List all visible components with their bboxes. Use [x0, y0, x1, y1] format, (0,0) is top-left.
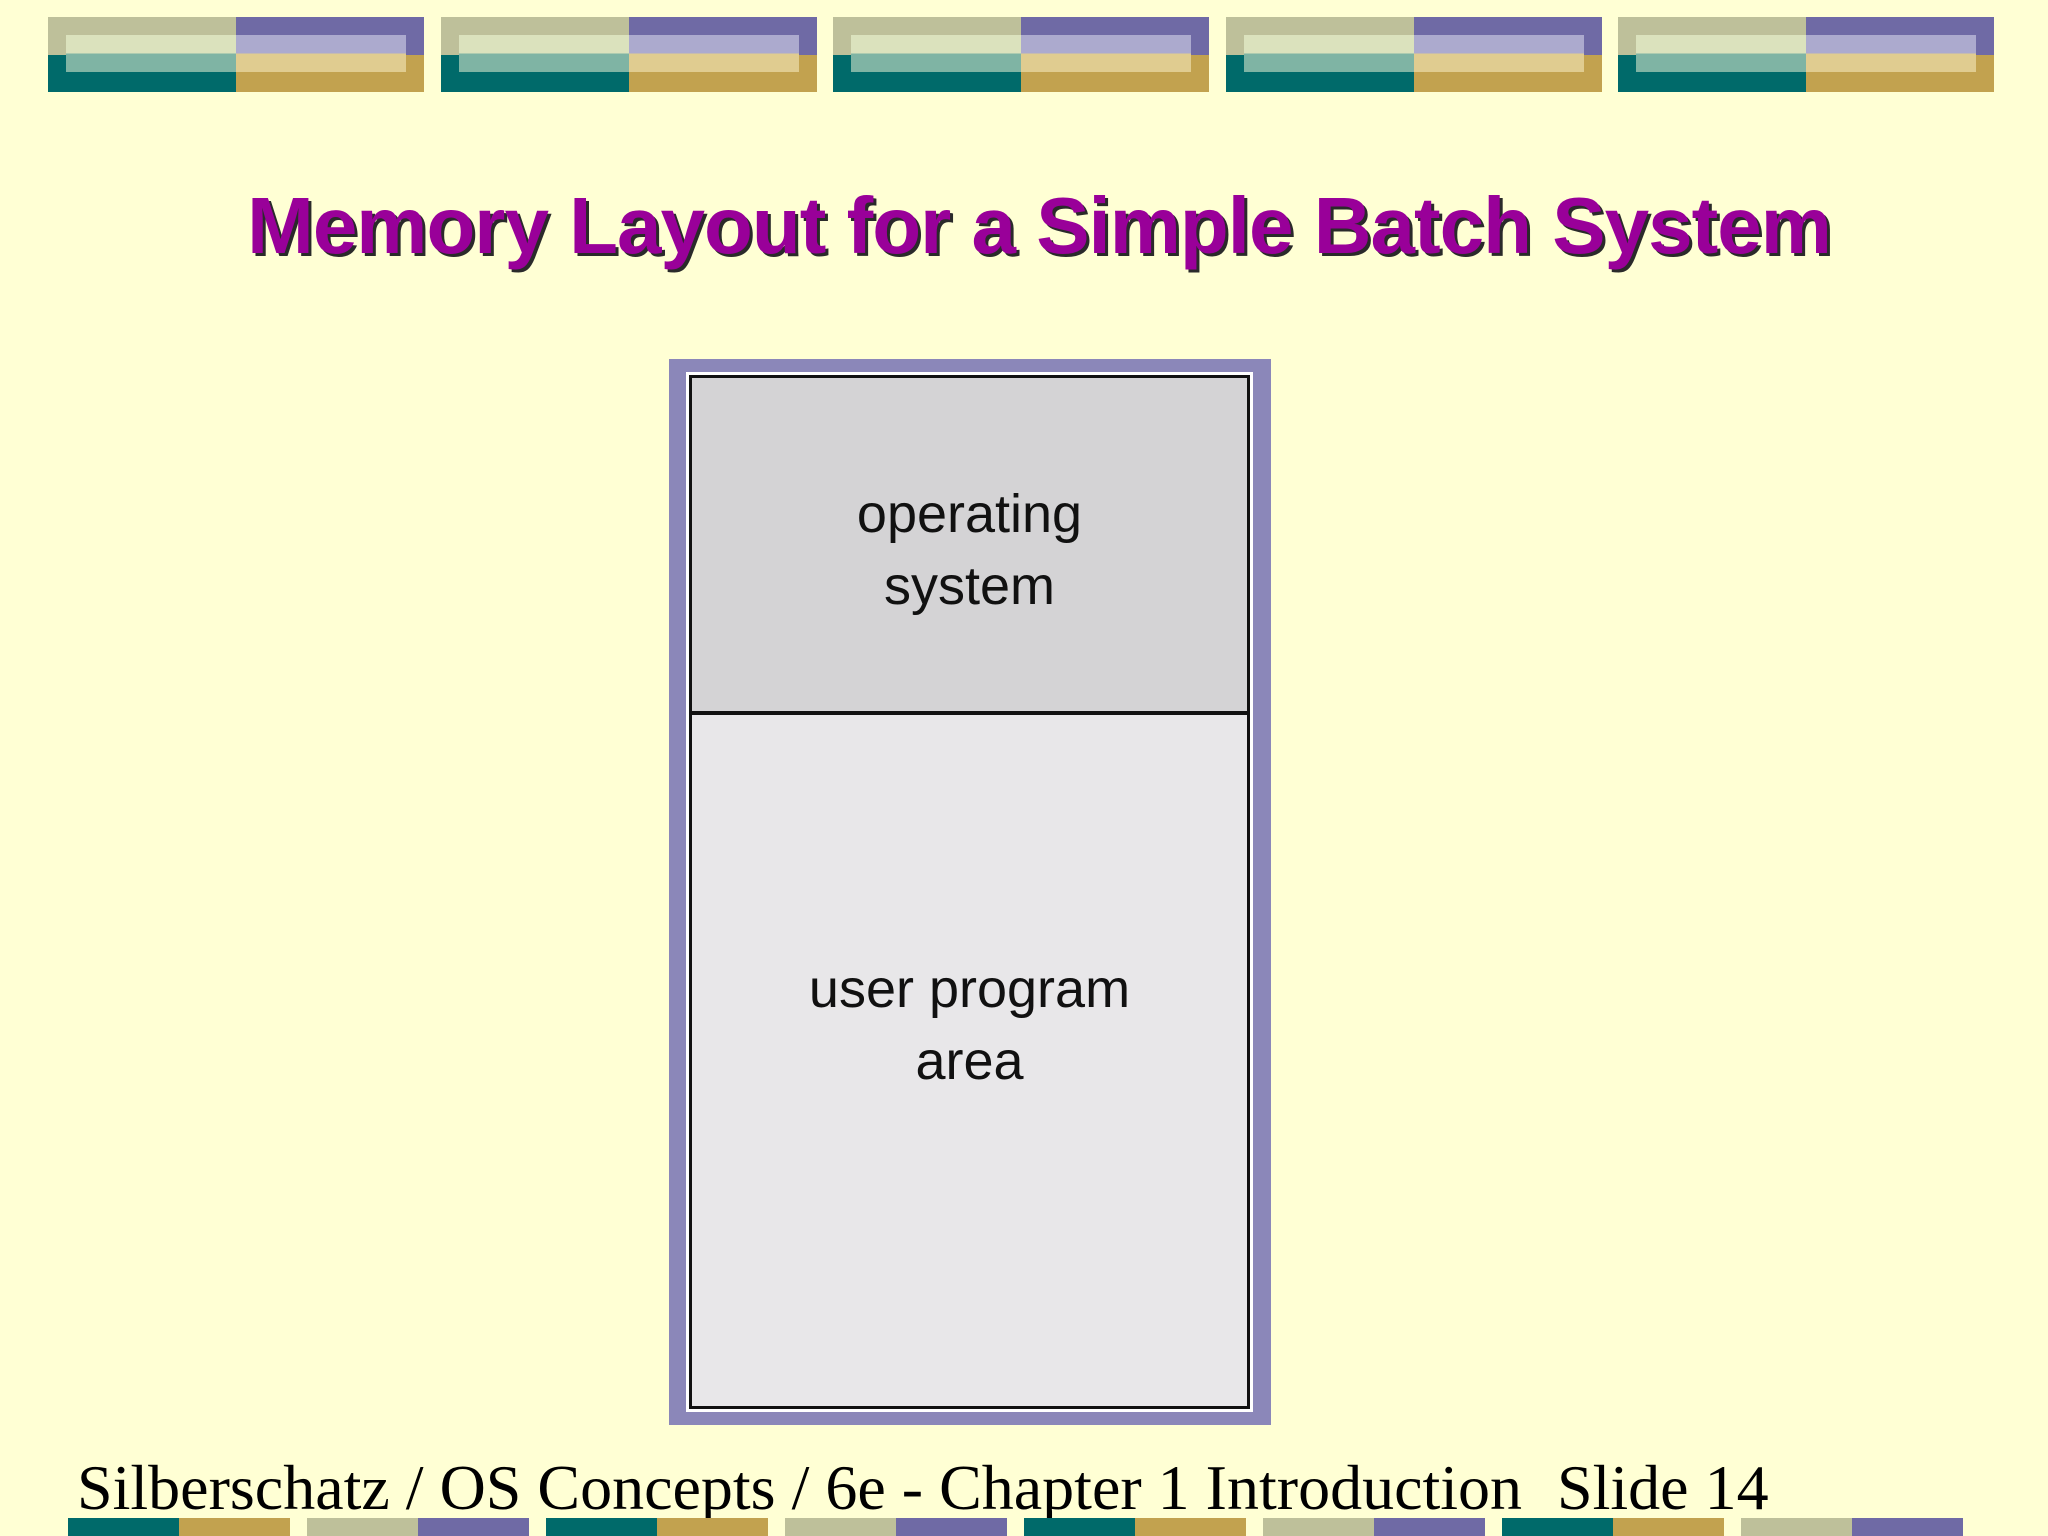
decorative-tile — [546, 1518, 768, 1536]
top-decorative-band — [0, 0, 2048, 100]
decorative-tile — [1741, 1518, 1963, 1536]
decorative-tile — [785, 1518, 1007, 1536]
slide-title: Memory Layout for a Simple Batch System — [247, 181, 1832, 270]
user-program-region: user program area — [692, 715, 1247, 1406]
decorative-tile — [441, 17, 817, 92]
decorative-tile — [68, 1518, 290, 1536]
user-region-label-line1: user program — [808, 959, 1131, 1019]
slide-number: Slide 14 — [1557, 1452, 1769, 1523]
memory-layout-diagram: operating system user program area — [669, 359, 1271, 1425]
decorative-tile — [1502, 1518, 1724, 1536]
decorative-tile — [833, 17, 1209, 92]
slide-footer: Silberschatz / OS Concepts / 6e - Chapte… — [77, 1452, 1523, 1523]
bottom-decorative-band — [0, 1518, 2048, 1536]
os-region-label-line2: system — [883, 556, 1056, 616]
decorative-tile — [1226, 17, 1602, 92]
decorative-tile — [1618, 17, 1994, 92]
diagram-inner-border: operating system user program area — [686, 372, 1253, 1412]
decorative-tile — [1024, 1518, 1246, 1536]
os-region-label-line1: operating — [856, 484, 1083, 544]
memory-block: operating system user program area — [689, 375, 1250, 1409]
decorative-tile — [1263, 1518, 1485, 1536]
decorative-tile — [48, 17, 424, 92]
operating-system-region: operating system — [692, 378, 1247, 715]
decorative-tile — [307, 1518, 529, 1536]
user-region-label-line2: area — [915, 1031, 1024, 1091]
